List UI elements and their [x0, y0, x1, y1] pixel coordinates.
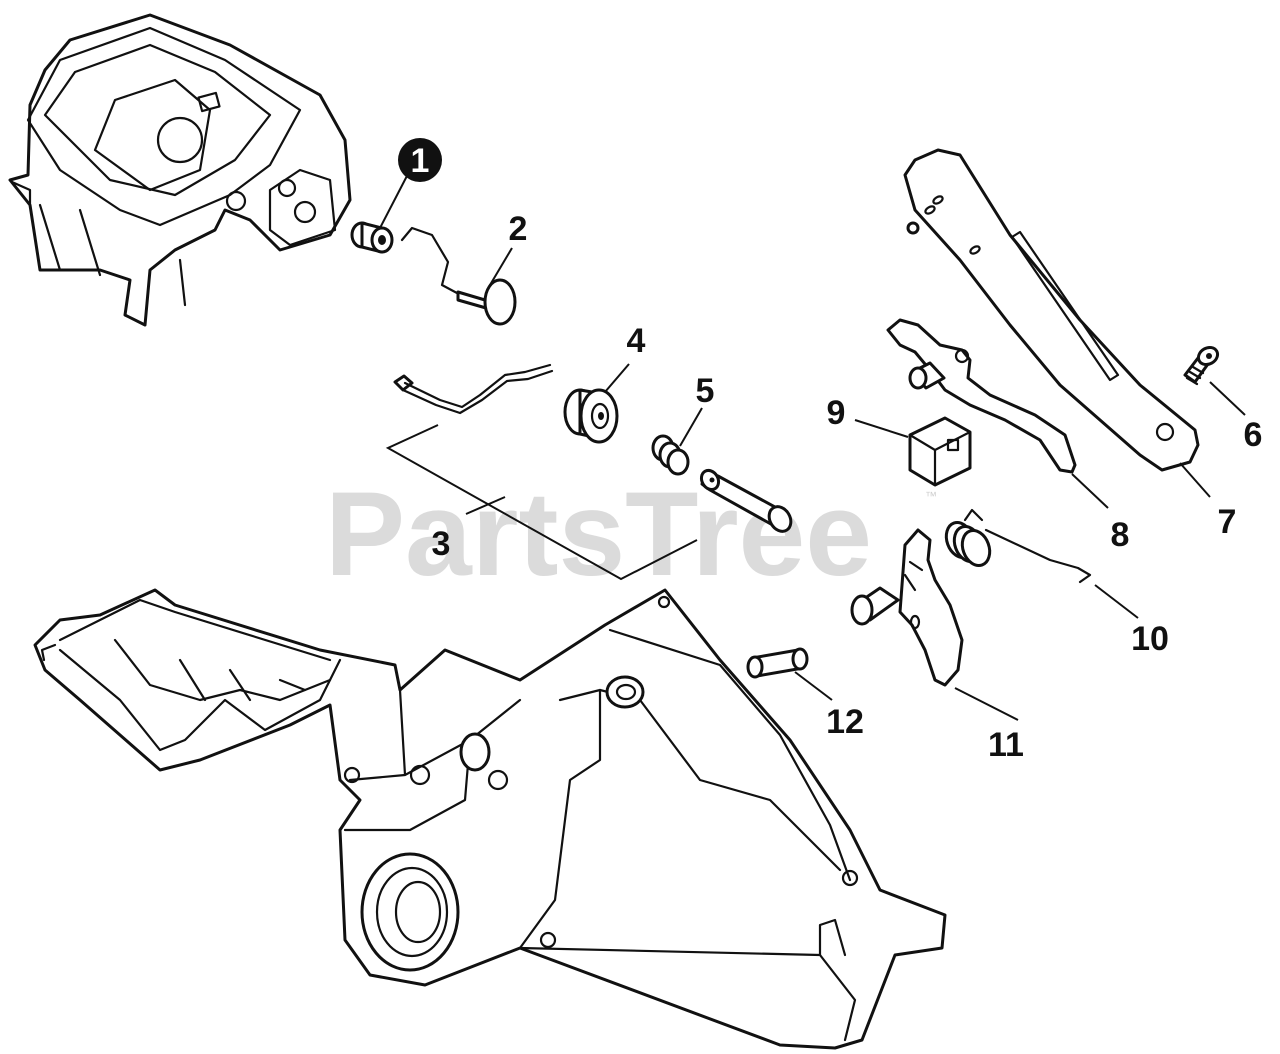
callout-1-label: 1: [411, 142, 430, 180]
part-2-throttle-rod[interactable]: [400, 226, 517, 326]
part-5-spring[interactable]: [651, 434, 690, 476]
part-3-wire[interactable]: [393, 363, 554, 415]
part-10-torsion-spring[interactable]: [942, 508, 1092, 584]
callout-6[interactable]: 6: [1244, 416, 1263, 454]
part-8-trigger-lever[interactable]: [886, 318, 1077, 474]
part-1-grommet[interactable]: [350, 221, 394, 254]
watermark-trademark: ™: [925, 489, 937, 503]
part-11-throttle-trigger[interactable]: [850, 528, 964, 687]
callout-11[interactable]: 11: [988, 726, 1024, 764]
leader-lines: [379, 171, 1246, 721]
part-4-bushing[interactable]: [563, 388, 619, 444]
callout-4[interactable]: 4: [627, 322, 646, 360]
callout-3[interactable]: 3: [432, 525, 451, 563]
callouts: 1 2 3 4 5 6 7 8 9 10 11 12: [398, 138, 1262, 764]
callout-9[interactable]: 9: [827, 394, 846, 432]
pin: [699, 468, 793, 533]
callout-7[interactable]: 7: [1218, 503, 1237, 541]
watermark-text: PartsTree: [325, 467, 872, 601]
callout-12[interactable]: 12: [826, 703, 864, 741]
callout-2[interactable]: 2: [509, 210, 528, 248]
callout-1[interactable]: 1: [398, 138, 442, 182]
callout-10[interactable]: 10: [1131, 620, 1169, 658]
callout-8[interactable]: 8: [1111, 516, 1130, 554]
callout-5[interactable]: 5: [696, 372, 715, 410]
rear-handle-housing: [33, 588, 947, 1050]
part-9-block[interactable]: [908, 416, 972, 487]
watermark: PartsTree ™: [325, 467, 937, 601]
part-6-screw[interactable]: [1183, 344, 1221, 386]
part-12-sleeve[interactable]: [746, 647, 809, 679]
part-7-handle-cover[interactable]: [903, 148, 1200, 472]
tank-housing: [8, 13, 352, 327]
